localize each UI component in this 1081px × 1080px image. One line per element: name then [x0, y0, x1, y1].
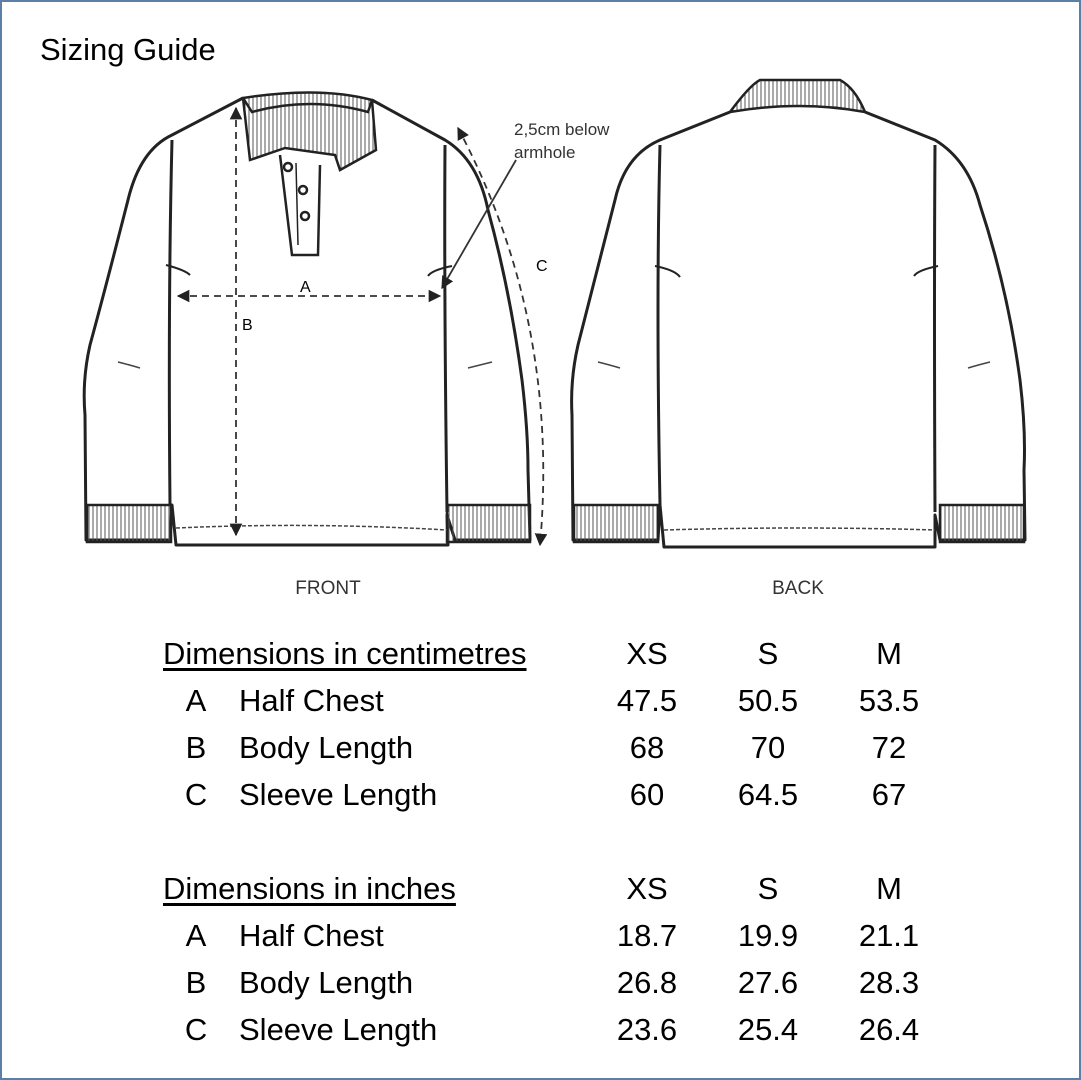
row-value-s: 64.5 — [737, 777, 799, 812]
table-row: B Body Length 26.8 27.6 28.3 — [0, 963, 1081, 1003]
row-value-xs: 68 — [629, 730, 665, 765]
row-value-xs: 26.8 — [616, 965, 678, 1000]
table-row: C Sleeve Length 60 64.5 67 — [0, 775, 1081, 815]
row-value-m: 28.3 — [858, 965, 920, 1000]
size-header-m: M — [876, 871, 902, 906]
row-label: Body Length — [239, 965, 414, 1000]
front-left-cuff — [85, 503, 173, 544]
front-hem-stitch — [175, 524, 448, 531]
table-row: C Sleeve Length 23.6 25.4 26.4 — [0, 1010, 1081, 1050]
back-hem-stitch — [663, 527, 936, 531]
front-collar — [241, 91, 378, 172]
table-row: A Half Chest 18.7 19.9 21.1 — [0, 916, 1081, 956]
annotation-line-2: armhole — [514, 143, 575, 162]
cm-table-heading: Dimensions in centimetres — [163, 636, 527, 671]
front-placket — [278, 154, 322, 257]
row-value-m: 67 — [871, 777, 907, 812]
cm-table-header: Dimensions in centimetres XS S M — [0, 634, 1081, 674]
row-value-m: 26.4 — [858, 1012, 920, 1047]
annotation-pointer — [441, 159, 517, 290]
row-value-s: 70 — [750, 730, 786, 765]
label-b: B — [242, 317, 253, 334]
label-c: C — [536, 258, 548, 275]
back-shirt-outline — [570, 110, 1027, 549]
page-title: Sizing Guide — [40, 32, 216, 67]
size-header-s: S — [757, 871, 779, 906]
row-label: Sleeve Length — [239, 777, 438, 812]
row-value-s: 19.9 — [737, 918, 799, 953]
annotation-line-1: 2,5cm below — [514, 120, 610, 139]
size-header-m: M — [876, 636, 902, 671]
back-right-cuff — [938, 503, 1026, 544]
row-value-xs: 23.6 — [616, 1012, 678, 1047]
size-header-xs: XS — [626, 871, 668, 906]
row-label: Sleeve Length — [239, 1012, 438, 1047]
back-left-cuff — [572, 503, 660, 544]
table-row: B Body Length 68 70 72 — [0, 728, 1081, 768]
front-shirt-outline — [82, 96, 532, 547]
front-right-cuff — [445, 503, 532, 544]
row-value-xs: 18.7 — [616, 918, 678, 953]
inches-table-heading: Dimensions in inches — [163, 871, 456, 906]
row-value-xs: 60 — [629, 777, 665, 812]
size-header-s: S — [757, 636, 779, 671]
row-value-m: 21.1 — [858, 918, 920, 953]
row-value-s: 50.5 — [737, 683, 799, 718]
row-label: Body Length — [239, 730, 414, 765]
back-caption: BACK — [772, 578, 824, 599]
row-value-s: 25.4 — [737, 1012, 799, 1047]
size-header-xs: XS — [626, 636, 668, 671]
row-label: Half Chest — [239, 918, 384, 953]
garment-diagram: A B C 2,5cm below armhole FRONT BACK — [82, 78, 1027, 599]
row-value-m: 72 — [871, 730, 907, 765]
label-a: A — [300, 279, 311, 296]
row-value-m: 53.5 — [858, 683, 920, 718]
row-value-xs: 47.5 — [616, 683, 678, 718]
measure-line-c — [457, 126, 548, 547]
table-row: A Half Chest 47.5 50.5 53.5 — [0, 681, 1081, 721]
row-label: Half Chest — [239, 683, 384, 718]
front-caption: FRONT — [295, 578, 361, 599]
back-collar — [727, 78, 868, 114]
row-value-s: 27.6 — [737, 965, 799, 1000]
inches-table-header: Dimensions in inches XS S M — [0, 869, 1081, 909]
